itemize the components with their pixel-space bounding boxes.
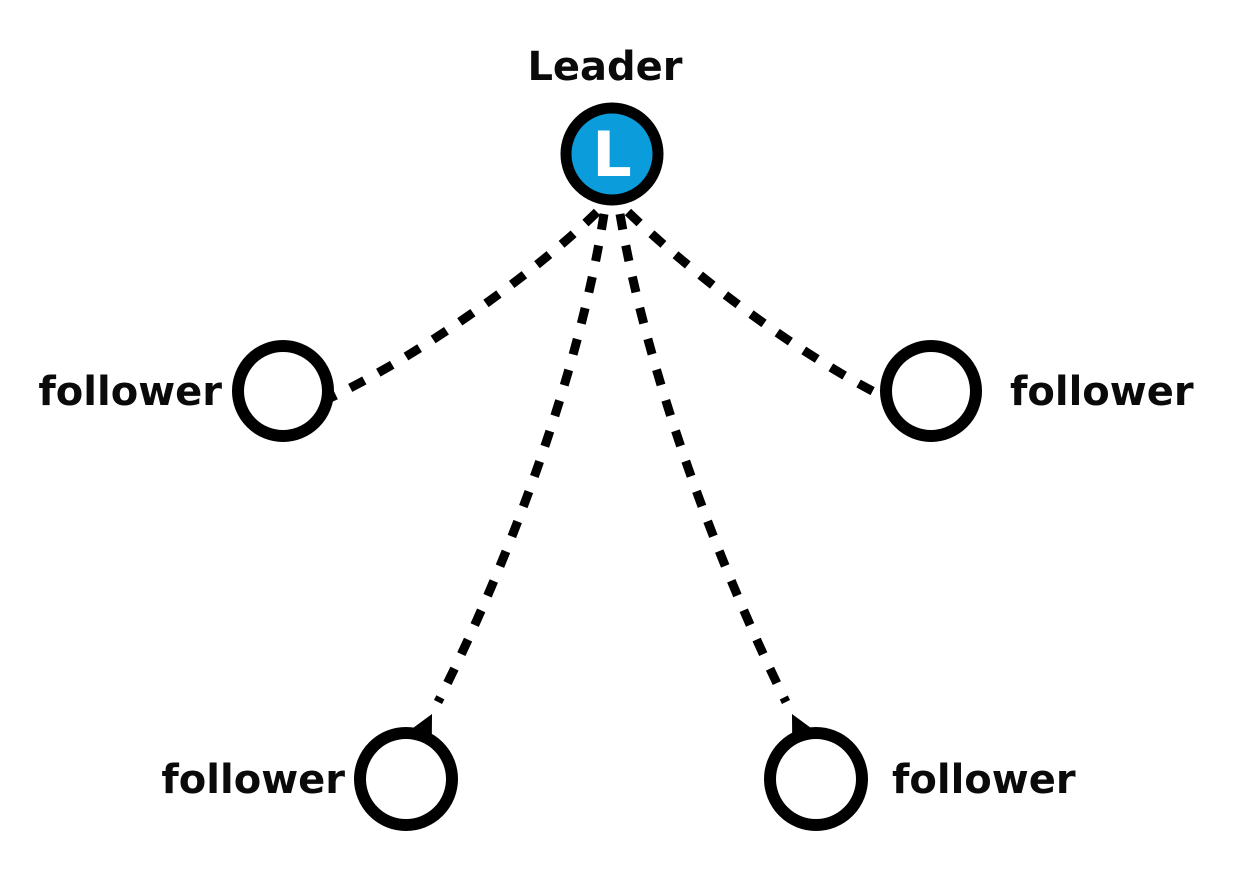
edge-leader-to-follower-bottom-left bbox=[433, 213, 609, 705]
edge-leader-to-follower-right bbox=[624, 208, 889, 403]
node-follower-right[interactable] bbox=[880, 340, 982, 442]
node-follower-right-circle[interactable] bbox=[880, 340, 982, 442]
node-leader-circle[interactable] bbox=[560, 102, 664, 206]
labels-layer: Leader follower follower follower follower bbox=[38, 44, 1193, 803]
node-follower-right-label: follower bbox=[1010, 369, 1194, 415]
edge-leader-to-follower-left bbox=[328, 208, 601, 403]
node-leader-glyph: L bbox=[592, 118, 632, 191]
node-follower-left-circle[interactable] bbox=[232, 340, 334, 442]
node-leader[interactable]: L bbox=[560, 102, 664, 206]
node-follower-bottom-left-label: follower bbox=[161, 757, 345, 803]
node-follower-bottom-right[interactable] bbox=[764, 727, 868, 831]
node-follower-bottom-right-label: follower bbox=[892, 757, 1076, 803]
arrowheads-layer bbox=[293, 172, 924, 748]
node-follower-bottom-left[interactable] bbox=[354, 727, 458, 831]
node-leader-label: Leader bbox=[527, 44, 682, 90]
node-follower-left-label: follower bbox=[38, 369, 222, 415]
edges-layer bbox=[328, 208, 889, 705]
node-follower-left[interactable] bbox=[232, 340, 334, 442]
node-follower-bottom-left-circle[interactable] bbox=[354, 727, 458, 831]
edge-leader-to-follower-bottom-right bbox=[615, 213, 791, 704]
node-follower-bottom-right-circle[interactable] bbox=[764, 727, 868, 831]
nodes-layer: L bbox=[232, 102, 982, 831]
